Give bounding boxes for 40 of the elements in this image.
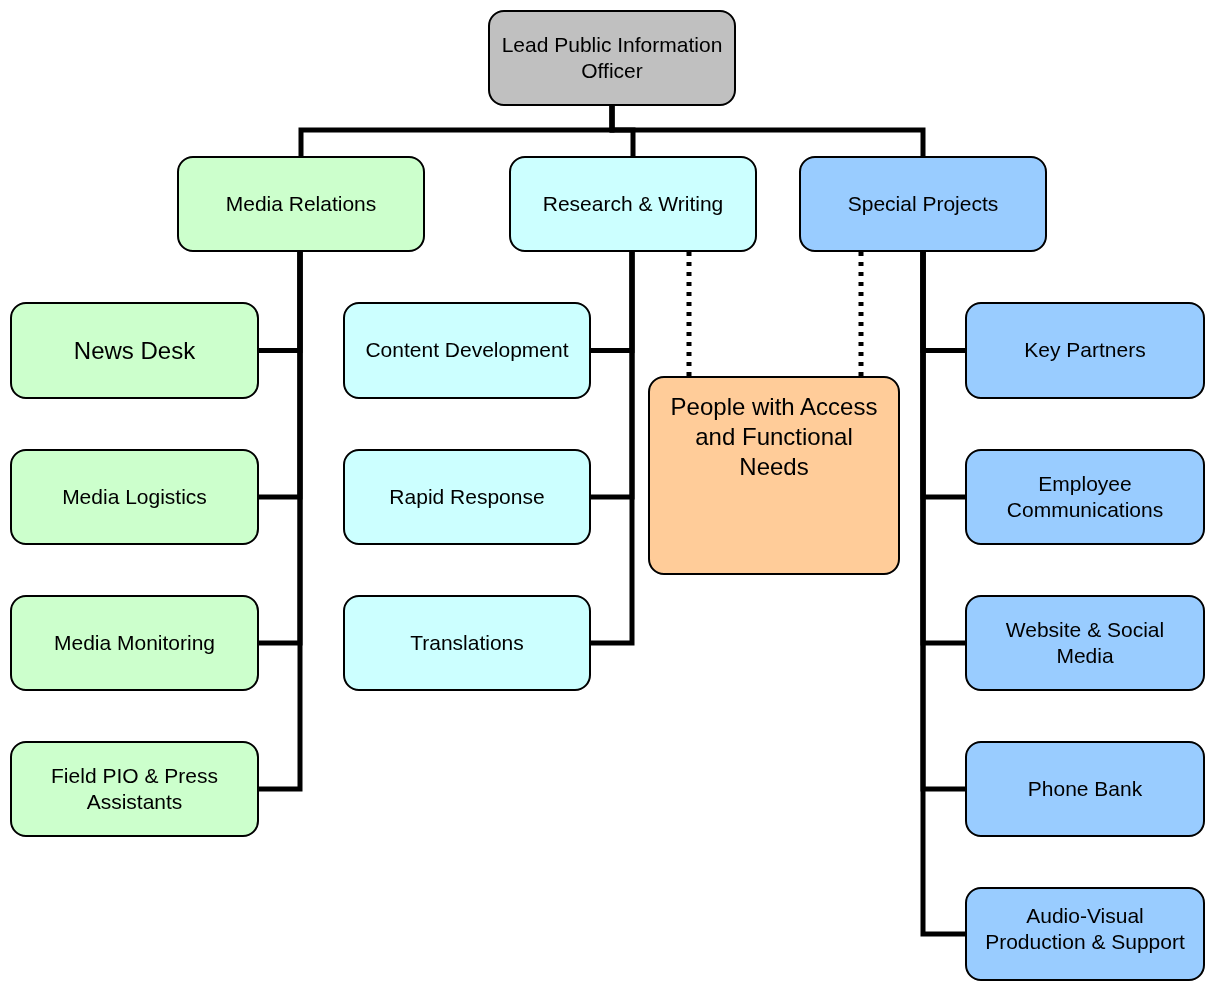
unit-name: Special Projects <box>847 190 999 217</box>
unit-name: Phone Bank <box>1027 775 1143 802</box>
connector-line <box>259 252 303 792</box>
unit-name: Media Monitoring <box>53 629 216 656</box>
unit-name: Media Logistics <box>62 483 207 510</box>
org-unit-box <box>965 741 1205 837</box>
org-unit-box <box>10 449 259 545</box>
org-unit-box <box>965 595 1205 691</box>
org-unit-box <box>965 449 1205 545</box>
org-unit-box <box>10 595 259 691</box>
unit-name: Rapid Response <box>389 483 545 510</box>
org-unit-box <box>343 302 591 399</box>
dotted-connector <box>686 252 692 376</box>
unit-name: Translations <box>410 629 524 656</box>
org-unit-box <box>177 156 425 252</box>
unit-name: Audio-Visual Production & Support <box>984 903 1186 956</box>
unit-name: News Desk <box>73 335 196 366</box>
unit-name: Field PIO & Press Assistants <box>50 762 219 815</box>
unit-name: Research & Writing <box>542 190 724 217</box>
connector-line <box>591 252 635 646</box>
unit-name: Key Partners <box>1024 337 1146 364</box>
unit-name: Content Development <box>365 337 569 364</box>
unit-name: Media Relations <box>225 190 377 217</box>
org-unit-box <box>509 156 757 252</box>
org-unit-box <box>343 595 591 691</box>
org-unit-box <box>343 449 591 545</box>
dotted-connector <box>858 252 864 376</box>
org-unit-box <box>965 887 1205 981</box>
unit-name: Website & Social Media <box>1004 616 1166 669</box>
org-unit-box <box>10 302 259 399</box>
org-unit-box <box>648 376 900 575</box>
org-unit-box <box>799 156 1047 252</box>
connector-line <box>920 252 965 937</box>
org-unit-box <box>965 302 1205 399</box>
unit-name: Lead Public Information Officer <box>500 31 724 84</box>
org-unit-box <box>488 10 736 106</box>
connector-line <box>609 106 926 156</box>
unit-name: Employee Communications <box>1005 470 1165 523</box>
unit-name: People with Access and Functional Needs <box>669 392 879 482</box>
org-unit-box <box>10 741 259 837</box>
